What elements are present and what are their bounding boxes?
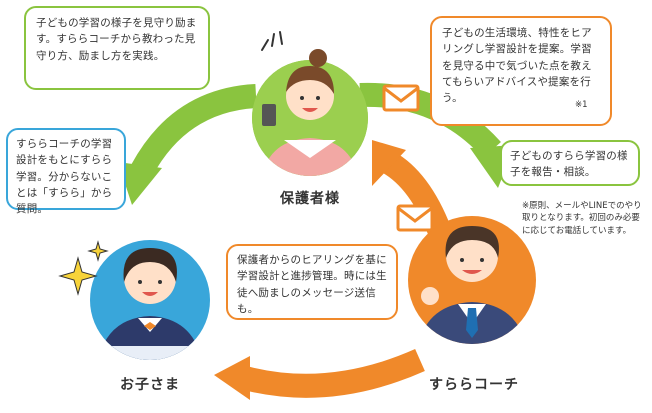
contact-note-text: ※原則、メールやLINEでのやり取りとなります。初回のみ必要に応じてお電話してい… xyxy=(522,201,642,236)
child-avatar xyxy=(90,240,210,360)
bubble-report: 子どものすらら学習の様子を報告・相談。 xyxy=(500,140,640,186)
bubble-coach-manage-text: 保護者からのヒアリングを基に学習設計と進捗管理。時には生徒へ励ましのメッセージ送… xyxy=(237,254,387,315)
bubble-child-study-text: すららコーチの学習設計をもとにすらら学習。分からないことは「すらら」から質問。 xyxy=(16,138,113,216)
orange-arrowhead-up xyxy=(372,140,406,186)
bubble-coach-hearing-text: 子どもの生活環境、特性をヒアリングし学習設計を提案。学習を見守る中で気づいた点を… xyxy=(442,27,592,105)
alert-lines-icon xyxy=(261,31,283,51)
bubble-report-text: 子どものすらら学習の様子を報告・相談。 xyxy=(510,150,628,179)
bubble-parent-feedback: 子どもの学習の様子を見守り励ます。すららコーチから教わった見守り方、励まし方を実… xyxy=(24,6,210,90)
bubble-parent-feedback-text: 子どもの学習の様子を見守り励ます。すららコーチから教わった見守り方、励まし方を実… xyxy=(36,17,197,62)
green-arrow-left xyxy=(131,84,257,176)
label-parent: 保護者様 xyxy=(280,191,340,207)
footnote-mark: ※1 xyxy=(575,100,588,110)
orange-arrowhead-bottom xyxy=(214,356,250,400)
mail-icon xyxy=(382,84,420,112)
green-arrowhead-left xyxy=(118,162,162,205)
label-child: お子さま xyxy=(120,377,180,393)
mail-icon xyxy=(396,204,434,232)
orange-arrow-up xyxy=(381,151,452,237)
bubble-coach-hearing: 子どもの生活環境、特性をヒアリングし学習設計を提案。学習を見守る中で気づいた点を… xyxy=(430,16,612,126)
contact-note: ※原則、メールやLINEでのやり取りとなります。初回のみ必要に応じてお電話してい… xyxy=(522,200,646,237)
bubble-coach-manage: 保護者からのヒアリングを基に学習設計と進捗管理。時には生徒へ励ましのメッセージ送… xyxy=(226,244,398,320)
orange-arrow-bottom xyxy=(241,349,425,398)
bubble-child-study: すららコーチの学習設計をもとにすらら学習。分からないことは「すらら」から質問。 xyxy=(6,128,126,215)
sparkle-icon xyxy=(58,240,109,296)
label-coach: すららコーチ xyxy=(429,377,519,393)
parent-avatar xyxy=(252,49,368,176)
coach-avatar xyxy=(408,216,536,344)
